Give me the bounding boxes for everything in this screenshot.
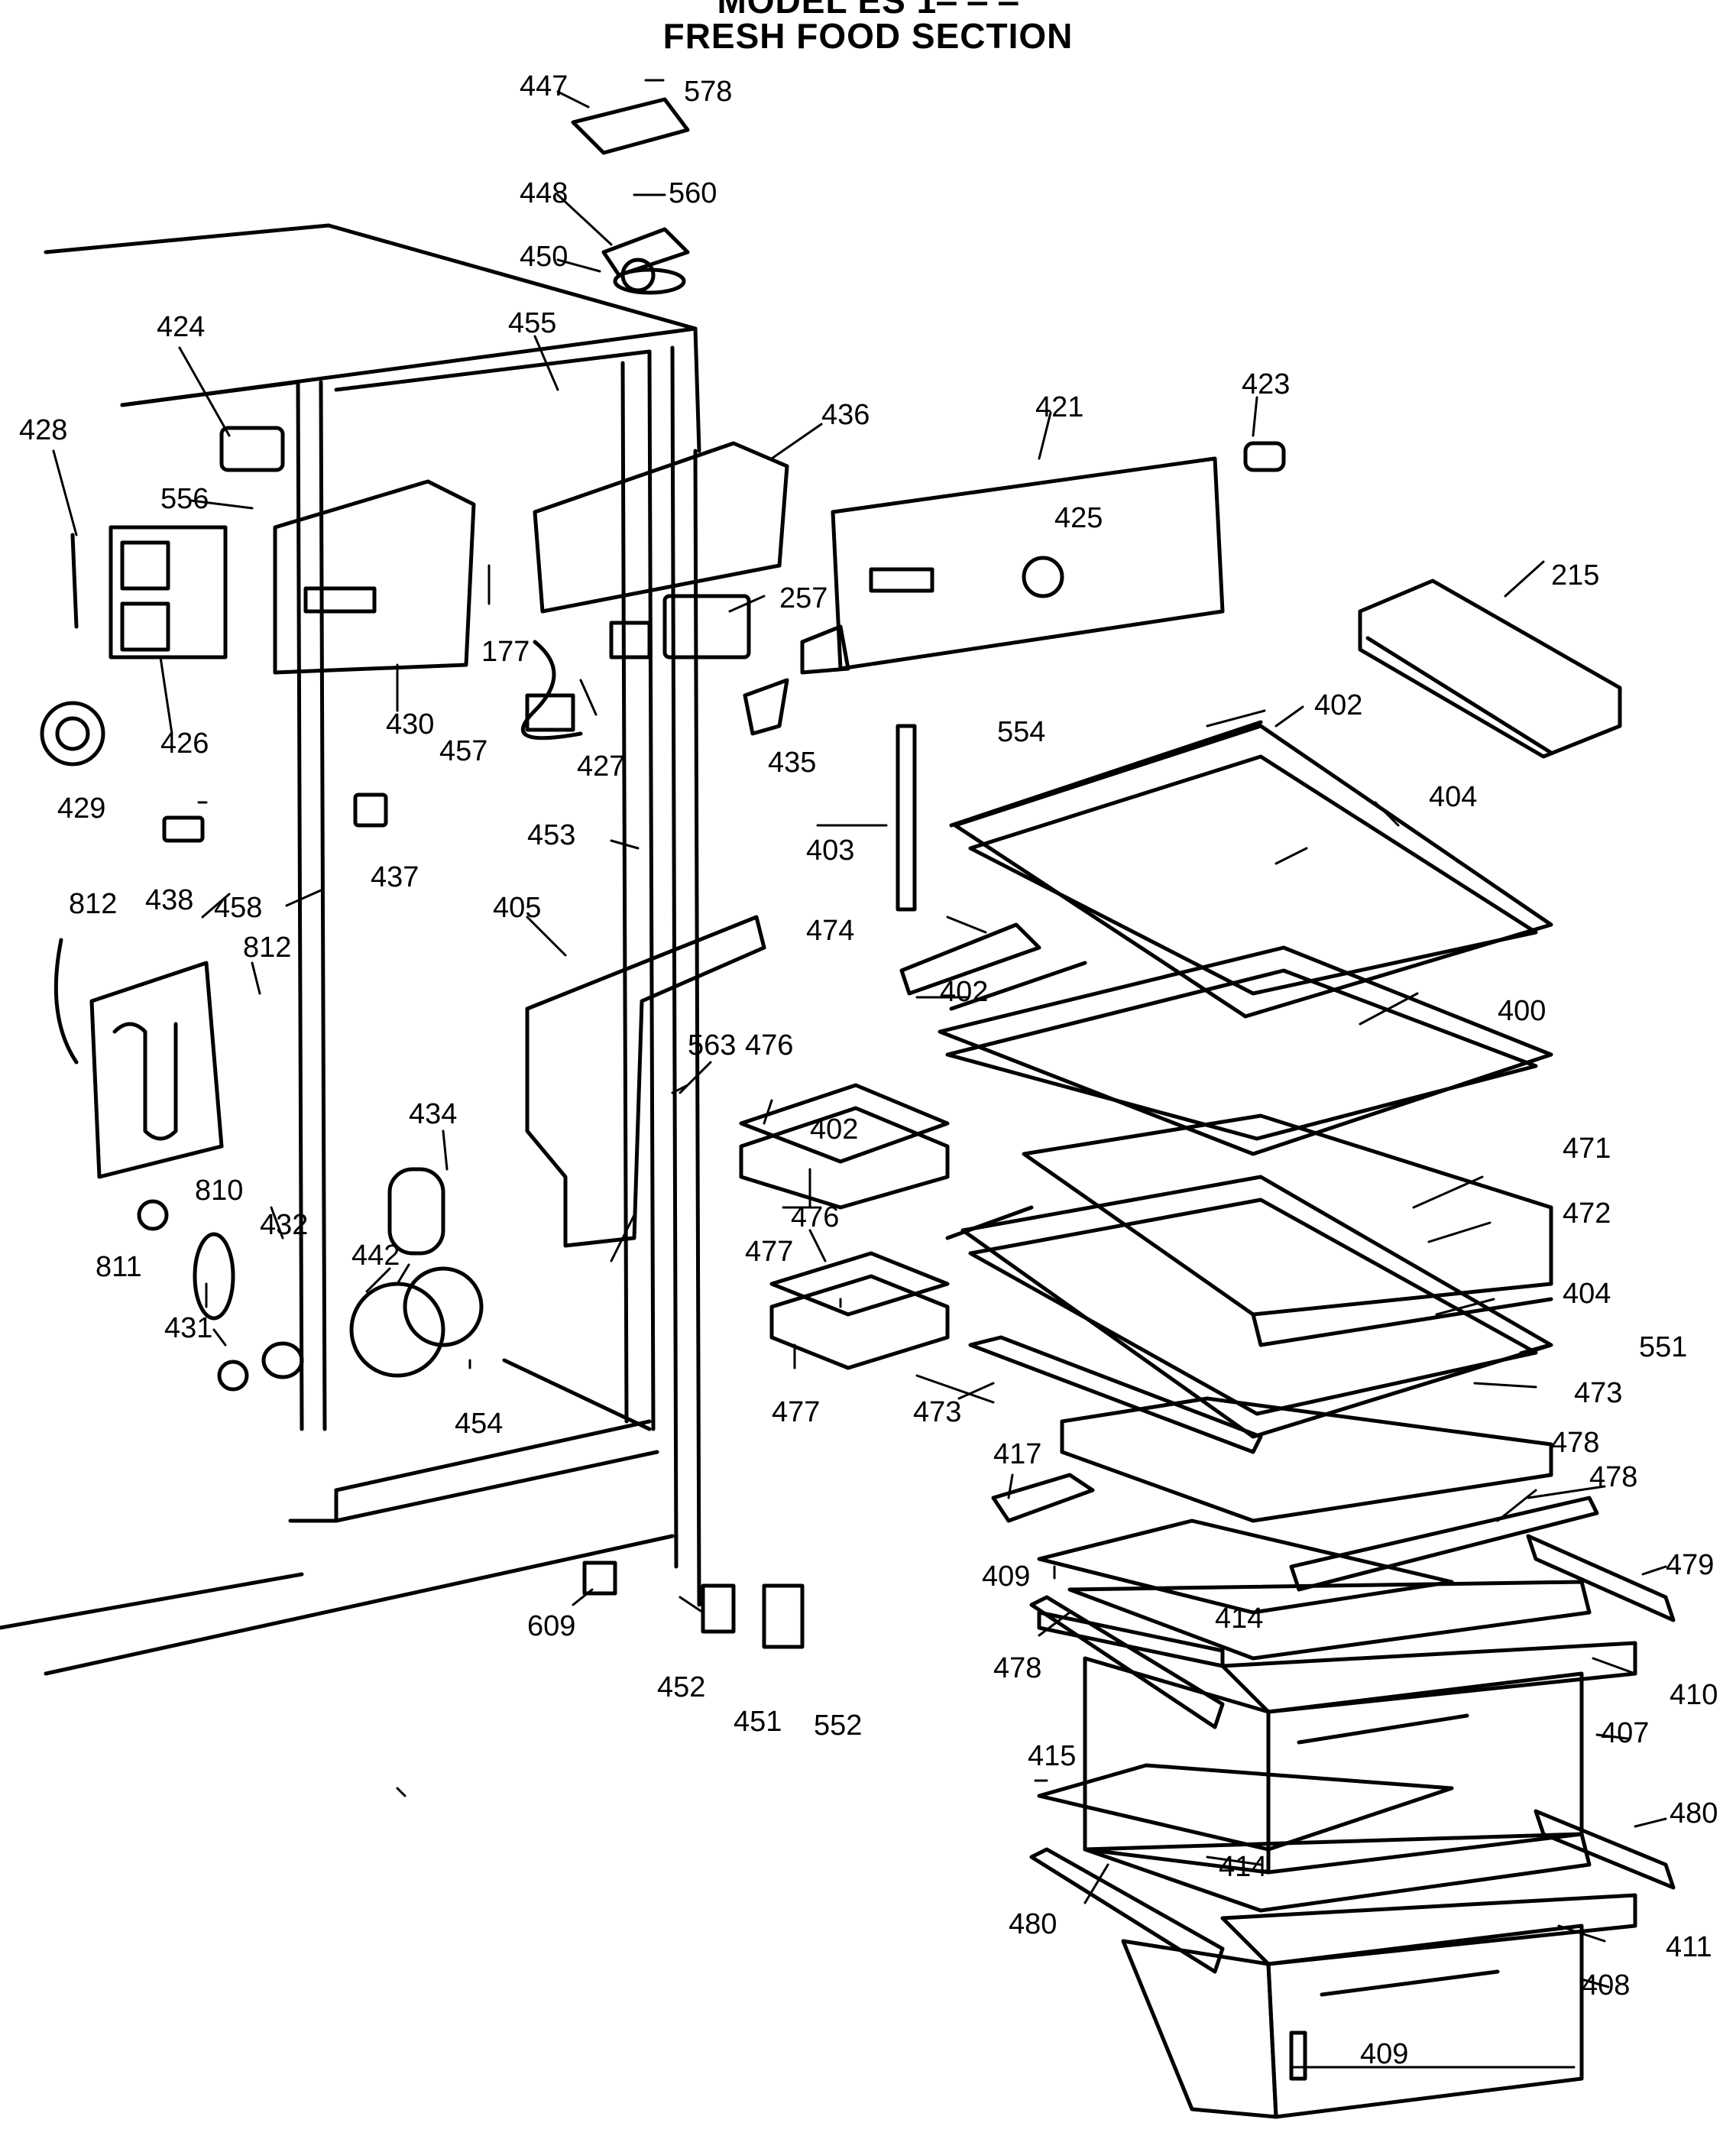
cabinet-outline — [0, 223, 701, 1676]
part-label: 448 — [520, 177, 568, 209]
leader-lines — [52, 79, 1667, 2069]
part-label: 472 — [1563, 1198, 1611, 1230]
part-label: 257 — [779, 582, 828, 614]
part-label: 473 — [913, 1396, 961, 1428]
part-label: 480 — [1670, 1797, 1718, 1830]
part-label: 404 — [1429, 781, 1477, 813]
part-label: 431 — [164, 1312, 212, 1344]
part-label: 427 — [577, 750, 625, 783]
part-label: 409 — [1360, 2038, 1408, 2070]
part-label: 429 — [57, 792, 105, 825]
part-label: 477 — [772, 1396, 820, 1428]
part-label: 430 — [386, 708, 434, 741]
part-label: 414 — [1215, 1603, 1263, 1635]
part-label: 451 — [734, 1706, 782, 1738]
part-label: 405 — [493, 892, 541, 924]
part-label: 450 — [520, 241, 568, 273]
part-label: 609 — [527, 1610, 575, 1642]
part-label: 407 — [1601, 1717, 1649, 1749]
part-label: 578 — [684, 76, 732, 108]
part-label: 408 — [1582, 1969, 1630, 2001]
part-label: 403 — [806, 835, 854, 867]
part-label: 552 — [814, 1710, 862, 1742]
part-label: 473 — [1574, 1377, 1622, 1409]
part-label: 452 — [657, 1671, 705, 1703]
part-label: 425 — [1054, 502, 1103, 534]
part-label: 415 — [1028, 1740, 1076, 1772]
part-label: 442 — [351, 1240, 400, 1272]
part-label: 436 — [821, 399, 870, 431]
part-label: 437 — [371, 861, 419, 893]
part-label: 410 — [1670, 1679, 1718, 1711]
part-label: 812 — [243, 932, 291, 964]
part-label: 476 — [745, 1029, 793, 1061]
part-label: 453 — [527, 819, 575, 851]
part-label: 458 — [214, 892, 262, 924]
part-label: 424 — [157, 311, 205, 343]
part-label: 551 — [1639, 1331, 1687, 1363]
part-label: 411 — [1666, 1931, 1712, 1963]
part-label: 478 — [1551, 1427, 1599, 1459]
part-label: 478 — [993, 1652, 1041, 1684]
part-label: 409 — [982, 1561, 1030, 1593]
part-label: 560 — [669, 177, 717, 209]
part-label: 417 — [993, 1438, 1041, 1470]
part-label: 438 — [145, 884, 193, 916]
part-label: 812 — [69, 888, 117, 920]
part-label: 457 — [439, 735, 487, 767]
part-label: 434 — [409, 1098, 457, 1130]
part-label: 414 — [1219, 1851, 1267, 1883]
part-label: 810 — [195, 1175, 243, 1207]
section-title: FRESH FOOD SECTION — [662, 16, 1074, 56]
part-label: 421 — [1035, 391, 1083, 423]
part-label: 402 — [940, 976, 988, 1008]
part-label: 215 — [1551, 559, 1599, 591]
part-label: 478 — [1589, 1461, 1637, 1493]
part-label: 447 — [520, 70, 568, 102]
part-shapes — [40, 97, 1676, 2119]
part-label: 471 — [1563, 1133, 1611, 1165]
part-label: 480 — [1009, 1908, 1057, 1940]
part-label: 474 — [806, 915, 854, 947]
part-label: 556 — [160, 483, 209, 515]
part-label: 402 — [810, 1113, 858, 1146]
model-title: MODEL ES 1‒ ‒ ‒ — [717, 0, 1019, 21]
part-label: 400 — [1498, 995, 1546, 1027]
part-label: 554 — [997, 716, 1045, 748]
part-label: 435 — [768, 747, 816, 779]
part-label: 423 — [1242, 368, 1290, 400]
part-label: 563 — [688, 1029, 736, 1061]
part-label: 404 — [1563, 1278, 1611, 1310]
part-label: 428 — [19, 414, 67, 446]
part-label: 479 — [1666, 1549, 1714, 1581]
part-label: 432 — [260, 1209, 308, 1241]
part-label: 811 — [96, 1251, 142, 1283]
part-label: 402 — [1314, 689, 1362, 721]
part-label: 455 — [508, 307, 556, 339]
part-label: 454 — [455, 1408, 503, 1440]
part-label: 426 — [160, 728, 209, 760]
part-label: 177 — [481, 636, 530, 668]
part-label: 476 — [791, 1201, 839, 1233]
part-labels: 447 578 448 560 450 455 424 428 556 426 … — [19, 70, 1718, 2070]
part-label: 477 — [745, 1236, 793, 1268]
